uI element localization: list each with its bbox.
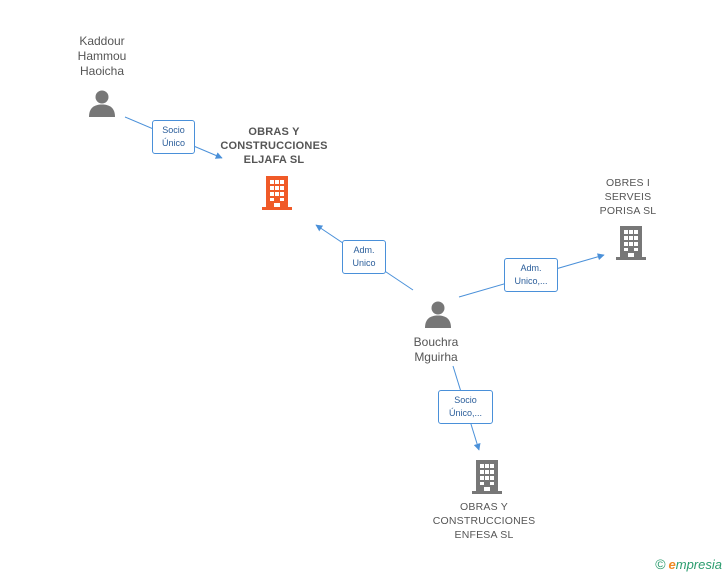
edge-label-line: Socio (454, 395, 477, 405)
brand-logo[interactable]: ©empresia (655, 556, 722, 572)
label-line: ENFESA SL (454, 529, 514, 541)
edge-label-line: Unico,... (514, 276, 548, 286)
company-label-porisa[interactable]: OBRES I SERVEIS PORISA SL (578, 176, 678, 218)
brand-name: mpresia (675, 557, 722, 572)
label-line: Kaddour (79, 34, 125, 48)
label-line: SERVEIS (604, 191, 652, 203)
company-label-eljafa[interactable]: OBRAS Y CONSTRUCCIONES ELJAFA SL (204, 125, 344, 167)
building-icon-eljafa[interactable] (262, 176, 292, 210)
label-line: ELJAFA SL (243, 154, 305, 166)
person-label-kaddour[interactable]: Kaddour Hammou Haoicha (52, 34, 152, 79)
company-label-enfesa[interactable]: OBRAS Y CONSTRUCCIONES ENFESA SL (414, 500, 554, 542)
person-icon-kaddour[interactable] (89, 90, 115, 118)
edge-label-bouchra-porisa[interactable]: Adm. Unico,... (504, 258, 558, 292)
edge-label-line: Adm. (353, 245, 375, 255)
building-icon-enfesa[interactable] (472, 460, 502, 494)
edge-label-line: Socio (162, 125, 185, 135)
label-line: Haoicha (79, 64, 125, 78)
label-line: OBRAS Y (460, 501, 508, 513)
edge-label-bouchra-enfesa[interactable]: Socio Único,... (438, 390, 493, 424)
edge-label-line: Adm. (520, 263, 542, 273)
label-line: Hammou (77, 49, 127, 63)
label-line: OBRES I (606, 177, 650, 189)
edge-label-line: Único (161, 138, 185, 148)
edge-label-line: Unico (352, 258, 376, 268)
label-line: Mguirha (414, 350, 458, 364)
person-label-bouchra[interactable]: Bouchra Mguirha (386, 335, 486, 365)
brand-letter-e: e (668, 557, 676, 572)
edge-label-line: Único,... (448, 408, 482, 418)
label-line: CONSTRUCCIONES (220, 140, 328, 152)
label-line: PORISA SL (599, 205, 657, 217)
building-icon-porisa[interactable] (616, 226, 646, 260)
copyright-icon: © (655, 556, 666, 572)
edge-label-kaddour-eljafa[interactable]: Socio Único (152, 120, 195, 154)
label-line: Bouchra (413, 335, 459, 349)
label-line: OBRAS Y (248, 126, 300, 138)
edge-label-bouchra-eljafa[interactable]: Adm. Unico (342, 240, 386, 274)
label-line: CONSTRUCCIONES (432, 515, 536, 527)
person-icon-bouchra[interactable] (425, 301, 451, 329)
